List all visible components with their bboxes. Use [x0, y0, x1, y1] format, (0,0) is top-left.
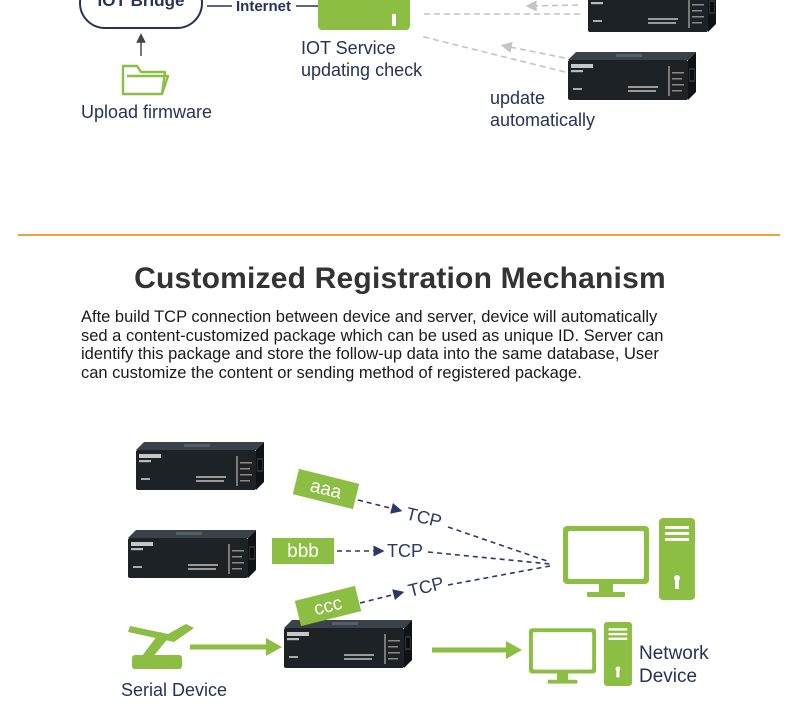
ew11-device-top-1 [588, 0, 716, 32]
iot-service-label-1: IOT Service [301, 38, 396, 58]
description-line: can customize the content or sending met… [81, 363, 582, 382]
description-line: Afte build TCP connection between device… [81, 308, 658, 326]
iot-bridge-box [79, 0, 203, 29]
converge-line-2 [427, 551, 551, 565]
tcp-label-aaa: TCP [404, 503, 444, 531]
tcp-arrow-aaa [357, 499, 403, 514]
network-arrow-head [506, 641, 522, 659]
iot-service-label-2: updating check [301, 60, 423, 80]
iot-bridge-label: IOT Bridge [98, 0, 185, 10]
tcp-label-bbb: TCP [387, 541, 423, 561]
section-description: Afte build TCP connection between device… [81, 308, 721, 382]
serial-device-icon [128, 624, 194, 669]
section-title: Customized Registration Mechanism [134, 262, 666, 295]
ew11-device-ccc [284, 620, 412, 668]
ew11-device-aaa [136, 442, 264, 490]
tag-aaa: aaa [292, 468, 360, 510]
tcp-arrow-ccc [359, 589, 405, 604]
update-line-2 [419, 35, 566, 73]
tcp-label-ccc: TCP [406, 573, 446, 601]
serial-device-label: Serial Device [121, 680, 227, 700]
tag-ccc: ccc [294, 585, 362, 627]
update-arrow-2 [500, 41, 566, 59]
network-device-label-2: Device [639, 666, 697, 687]
folder-icon [121, 64, 170, 96]
ew11-device-bbb [128, 530, 256, 578]
description-line: sed a content-customized package which c… [81, 326, 664, 345]
network-device-label-1: Network [639, 643, 709, 664]
iot-service-server-icon [318, 0, 410, 30]
update-label-1: update [490, 88, 545, 108]
description-line: identify this package and store the foll… [81, 345, 659, 363]
converge-line-3 [447, 565, 551, 586]
serial-arrow-head [266, 638, 282, 656]
upload-firmware-label: Upload firmware [81, 102, 212, 122]
server-computer-icon [563, 518, 695, 600]
update-label-2: automatically [490, 110, 595, 130]
tag-bbb [272, 538, 334, 564]
internet-label: Internet [236, 0, 291, 15]
update-arrow-1 [525, 0, 579, 12]
network-device-icon [529, 622, 632, 686]
converge-line-1 [447, 526, 551, 563]
ew11-device-top-2 [568, 52, 696, 100]
tag-bbb-label: bbb [287, 541, 319, 562]
